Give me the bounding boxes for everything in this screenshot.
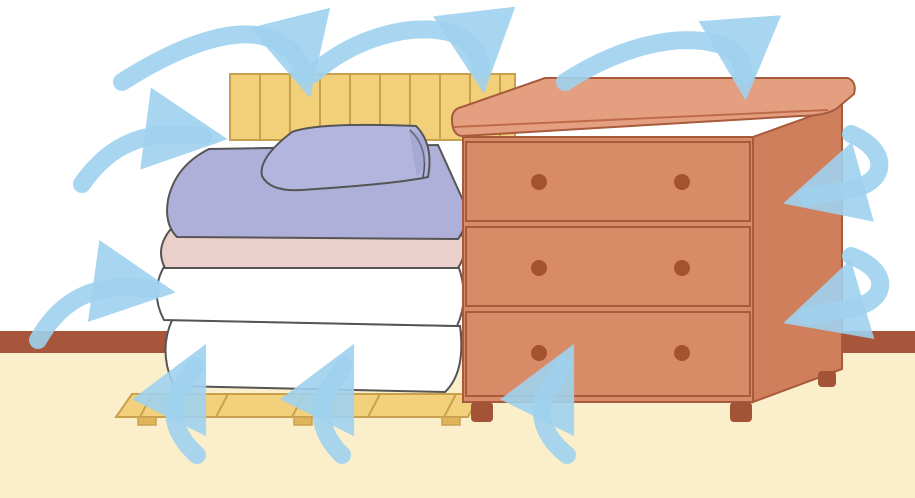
dresser-side bbox=[753, 105, 842, 402]
futon-middle-white bbox=[157, 265, 464, 326]
drawer-knob-icon bbox=[531, 345, 547, 361]
drawer-knob-icon bbox=[674, 260, 690, 276]
drawer-knob-icon bbox=[674, 345, 690, 361]
airflow-arrow-icon bbox=[565, 40, 744, 82]
drawer-knob-icon bbox=[531, 260, 547, 276]
dresser-icon bbox=[452, 78, 855, 422]
dresser-foot bbox=[818, 371, 836, 387]
drawer-knob-icon bbox=[531, 174, 547, 190]
drawer-bottom bbox=[466, 312, 750, 396]
drawer-knob-icon bbox=[674, 174, 690, 190]
drawer-top bbox=[466, 142, 750, 221]
dresser-foot bbox=[471, 402, 493, 422]
dresser-foot bbox=[730, 402, 752, 422]
drawer-middle bbox=[466, 227, 750, 306]
airflow-arrow-icon bbox=[313, 30, 481, 74]
futon-bottom-white bbox=[165, 320, 461, 392]
